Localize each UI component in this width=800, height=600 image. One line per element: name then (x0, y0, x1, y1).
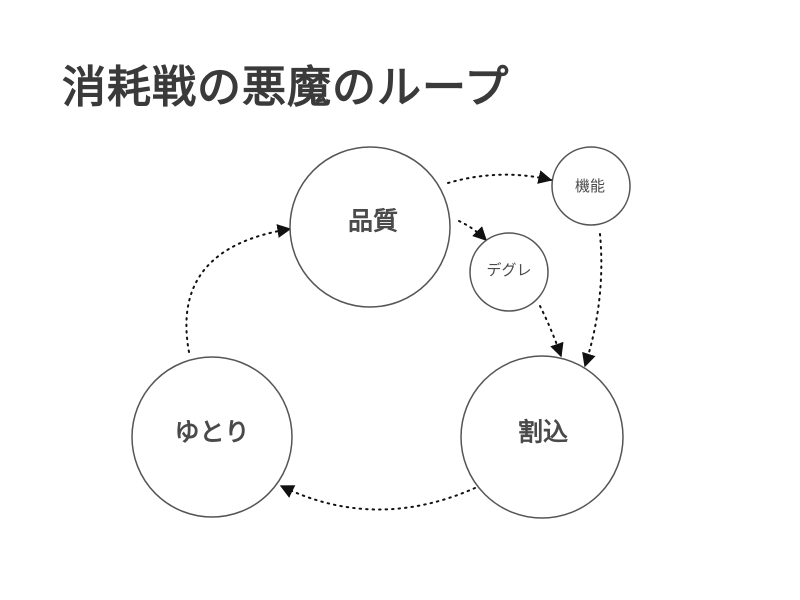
node-degrade: デグレ (469, 232, 549, 312)
node-function-circle (551, 146, 631, 226)
arrow-degrade-to-interrupt (539, 305, 564, 358)
node-degrade-circle (469, 232, 549, 312)
arrow-slack-to-quality (185, 224, 292, 353)
node-function: 機能 (551, 146, 631, 226)
node-interrupt-label: 割込 (518, 418, 568, 447)
node-quality-circle (289, 146, 451, 308)
arrow-quality-to-function (447, 170, 553, 184)
node-slack: ゆとり (131, 356, 293, 518)
node-slack-circle (131, 356, 293, 518)
node-interrupt-circle (460, 355, 624, 519)
node-quality-label: 品質 (348, 207, 398, 236)
arrow-interrupt-to-slack (279, 485, 476, 511)
arrow-function-to-interrupt (582, 233, 603, 368)
node-function-label: 機能 (575, 177, 605, 195)
page-title: 消耗戦の悪魔のループ (62, 62, 510, 113)
node-interrupt: 割込 (460, 355, 624, 519)
node-slack-label: ゆとり (174, 418, 249, 447)
node-quality: 品質 (289, 146, 451, 308)
arrow-quality-to-degrade (458, 220, 487, 241)
node-degrade-label: デグレ (486, 261, 531, 279)
